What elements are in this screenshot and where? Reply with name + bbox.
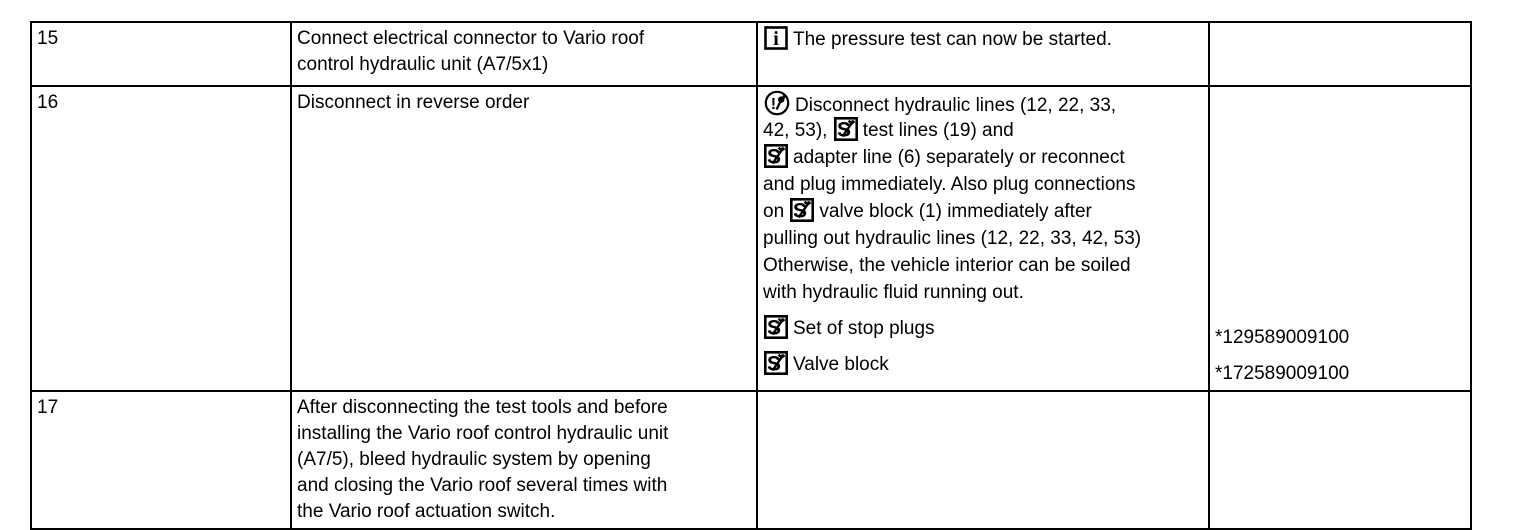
table-row-step-15: 15 Connect electrical connector to Vario…: [30, 21, 1472, 87]
table-row-step-17: 17 After disconnecting the test tools an…: [30, 390, 1472, 530]
text-line: ! Disconnect hydraulic lines (12, 22, 33,: [763, 90, 1202, 117]
step-number: 15: [37, 28, 59, 49]
text-line: installing the Vario roof control hydrau…: [297, 421, 750, 447]
text-segment: Disconnect in reverse order: [297, 92, 530, 113]
part-number-cell: [1208, 390, 1472, 530]
note-content: i The pressure test can now be started.: [763, 26, 1202, 53]
part-number-cell: [1208, 21, 1472, 87]
table-row-step-16: 16 Disconnect in reverse order ! Disconne…: [30, 85, 1472, 392]
instruction-text: Disconnect in reverse order: [297, 90, 750, 116]
instruction-text: Connect electrical connector to Vario ro…: [297, 26, 750, 78]
svg-text:S: S: [793, 200, 807, 223]
tool-item-valve-block: S Valve block: [763, 351, 1202, 378]
note-cell: [756, 390, 1210, 530]
text-segment: After disconnecting the test tools and b…: [297, 397, 668, 418]
svg-text:S: S: [837, 119, 851, 142]
text-line: Connect electrical connector to Vario ro…: [297, 26, 750, 52]
step-number-cell: 17: [30, 390, 292, 530]
part-number: *172589009100: [1215, 363, 1350, 384]
text-segment: Disconnect hydraulic lines (12, 22, 33,: [795, 95, 1117, 116]
text-segment: on: [763, 201, 790, 222]
text-line: i The pressure test can now be started.: [763, 26, 1202, 53]
text-line: with hydraulic fluid running out.: [763, 279, 1202, 306]
text-segment: control hydraulic unit (A7/5x1): [297, 54, 549, 75]
text-segment: Connect electrical connector to Vario ro…: [297, 28, 645, 49]
document-page: 15 Connect electrical connector to Vario…: [30, 21, 1472, 530]
tool-label: Set of stop plugs: [793, 318, 935, 339]
text-segment: valve block (1) immediately after: [819, 201, 1092, 222]
procedure-table: 15 Connect electrical connector to Vario…: [30, 21, 1472, 530]
special-tool-icon: S: [764, 144, 788, 168]
part-number: *129589009100: [1215, 327, 1350, 348]
text-line: pulling out hydraulic lines (12, 22, 33,…: [763, 225, 1202, 252]
tool-item-stop-plugs: S Set of stop plugs: [763, 315, 1202, 342]
text-line: (A7/5), bleed hydraulic system by openin…: [297, 447, 750, 473]
special-tool-icon: S: [790, 198, 815, 223]
instruction-cell: After disconnecting the test tools and b…: [290, 390, 758, 530]
text-line: Otherwise, the vehicle interior can be s…: [763, 252, 1202, 279]
info-icon: i: [764, 26, 788, 50]
text-segment: 42, 53),: [763, 120, 833, 141]
note-cell: ! Disconnect hydraulic lines (12, 22, 33,…: [756, 85, 1210, 392]
text-segment: pulling out hydraulic lines (12, 22, 33,…: [763, 228, 1142, 249]
svg-text:i: i: [773, 28, 779, 50]
part-number-cell: *129589009100 *172589009100: [1208, 85, 1472, 392]
text-segment: and closing the Vario roof several times…: [297, 475, 668, 496]
svg-text:S: S: [767, 146, 781, 169]
text-line: Disconnect in reverse order: [297, 90, 750, 116]
step-number: 16: [37, 92, 59, 113]
text-segment: the Vario roof actuation switch.: [297, 501, 556, 522]
tool-label: Valve block: [793, 354, 889, 375]
text-segment: Otherwise, the vehicle interior can be s…: [763, 255, 1131, 276]
svg-text:!: !: [771, 96, 776, 113]
text-segment: (A7/5), bleed hydraulic system by openin…: [297, 449, 651, 470]
text-segment: adapter line (6) separately or reconnect: [793, 147, 1125, 168]
part-spacer: [1215, 90, 1464, 315]
text-segment: test lines (19) and: [862, 120, 1014, 141]
svg-text:S: S: [767, 317, 781, 340]
text-line: After disconnecting the test tools and b…: [297, 395, 750, 421]
special-tool-icon: S: [764, 315, 788, 339]
text-line: and closing the Vario roof several times…: [297, 473, 750, 499]
text-line: control hydraulic unit (A7/5x1): [297, 52, 750, 78]
svg-text:S: S: [767, 353, 781, 376]
warning-circle-icon: !: [764, 90, 790, 116]
note-cell: i The pressure test can now be started.: [756, 21, 1210, 87]
note-content: ! Disconnect hydraulic lines (12, 22, 33,…: [763, 90, 1202, 306]
text-line: the Vario roof actuation switch.: [297, 499, 750, 525]
step-number-cell: 16: [30, 85, 292, 392]
text-segment: and plug immediately. Also plug connecti…: [763, 174, 1136, 195]
text-segment: installing the Vario roof control hydrau…: [297, 423, 669, 444]
instruction-cell: Disconnect in reverse order: [290, 85, 758, 392]
text-segment: with hydraulic fluid running out.: [763, 282, 1024, 303]
instruction-cell: Connect electrical connector to Vario ro…: [290, 21, 758, 87]
instruction-text: After disconnecting the test tools and b…: [297, 395, 750, 525]
step-number-cell: 15: [30, 21, 292, 87]
special-tool-icon: S: [833, 117, 858, 142]
text-segment: The pressure test can now be started.: [793, 29, 1112, 50]
step-number: 17: [37, 397, 59, 418]
special-tool-icon: S: [764, 351, 788, 375]
text-line: and plug immediately. Also plug connecti…: [763, 171, 1202, 198]
